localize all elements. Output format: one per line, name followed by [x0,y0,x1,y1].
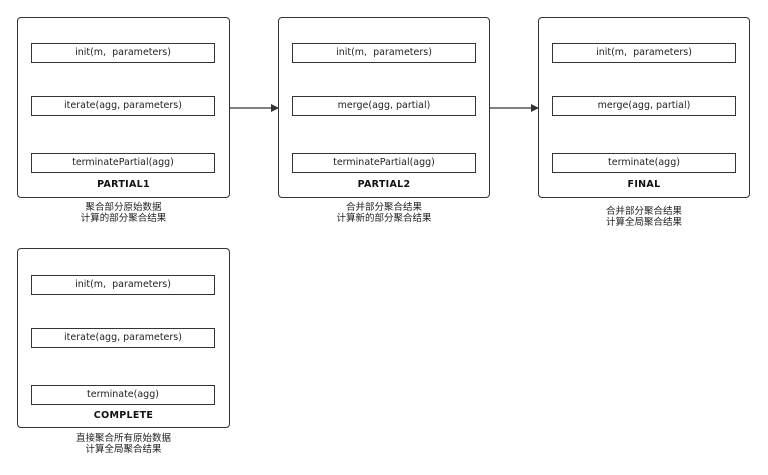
partial1-caption: 聚合部分原始数据 计算的部分聚合结果 [17,202,230,224]
panel-partial2: init(m, parameters) merge(agg, partial) … [278,17,490,198]
partial2-caption-line1: 合并部分聚合结果 [345,202,422,213]
partial2-step-init: init(m, parameters) [292,43,476,63]
complete-step-terminate: terminate(agg) [31,385,215,405]
panel-complete: init(m, parameters) iterate(agg, paramet… [17,248,230,428]
partial1-title: PARTIAL1 [97,179,150,190]
partial1-caption-line2: 计算的部分聚合结果 [80,213,167,224]
complete-step-init: init(m, parameters) [31,275,215,295]
complete-caption-line2: 计算全局聚合结果 [85,444,162,455]
final-caption-line2: 计算全局聚合结果 [605,217,682,228]
partial2-title: PARTIAL2 [357,179,411,190]
partial1-step-init: init(m, parameters) [31,43,215,63]
final-step-merge: merge(agg, partial) [552,96,736,116]
partial2-caption-line2: 计算新的部分聚合结果 [336,213,432,224]
complete-caption-line1: 直接聚合所有原始数据 [75,433,171,444]
final-caption: 合并部分聚合结果 计算全局聚合结果 [538,206,750,228]
panel-partial1: init(m, parameters) iterate(agg, paramet… [17,17,230,198]
final-step-terminate: terminate(agg) [552,153,736,173]
partial1-step-iterate: iterate(agg, parameters) [31,96,215,116]
final-step-init: init(m, parameters) [552,43,736,63]
final-title: FINAL [627,179,661,190]
complete-title: COMPLETE [93,410,154,421]
partial2-caption: 合并部分聚合结果 计算新的部分聚合结果 [278,202,490,224]
partial2-step-terminate-partial: terminatePartial(agg) [292,153,476,173]
panel-final: init(m, parameters) merge(agg, partial) … [538,17,750,198]
partial1-step-terminate-partial: terminatePartial(agg) [31,153,215,173]
partial2-step-merge: merge(agg, partial) [292,96,476,116]
final-caption-line1: 合并部分聚合结果 [605,206,682,217]
complete-caption: 直接聚合所有原始数据 计算全局聚合结果 [17,433,230,455]
partial1-caption-line1: 聚合部分原始数据 [85,202,162,213]
complete-step-iterate: iterate(agg, parameters) [31,328,215,348]
